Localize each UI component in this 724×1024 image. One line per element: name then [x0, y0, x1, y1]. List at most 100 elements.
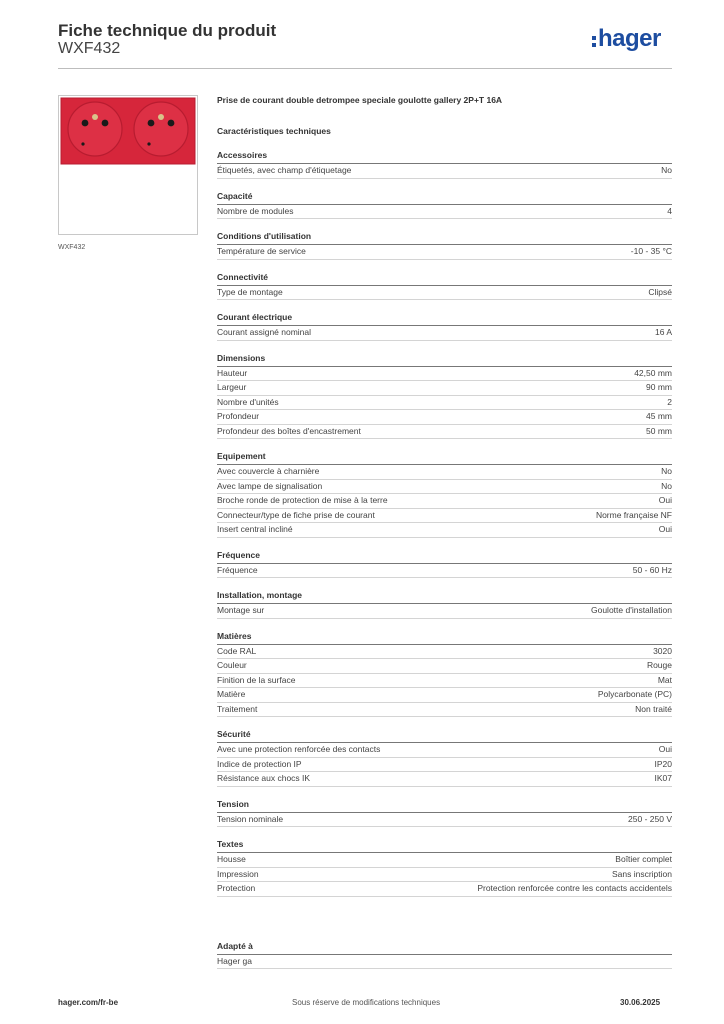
spec-heading: Caractéristiques techniques: [217, 126, 331, 136]
spec-label: Housse: [217, 854, 246, 864]
spec-value: Non traité: [635, 703, 672, 714]
spec-value: IK07: [654, 773, 673, 783]
spec-label: Largeur: [217, 382, 247, 392]
spec-label: Avec une protection renforcée des contac…: [217, 744, 381, 754]
spec-label: Indice de protection IP: [217, 758, 302, 769]
spec-value: 50 - 60 Hz: [632, 564, 672, 575]
spec-value: Rouge: [646, 660, 672, 670]
spec-label: Hager ga: [217, 955, 252, 966]
spec-value: 4: [667, 205, 672, 216]
spec-label: Traitement: [217, 703, 258, 714]
adapted-title: Adapté à: [217, 939, 672, 955]
footer-date: 30.06.2025: [620, 998, 661, 1007]
socket-right: [133, 101, 189, 157]
spec-label: Hauteur: [217, 367, 248, 378]
spec-row: Nombre de modules 4: [217, 205, 672, 219]
product-image: [58, 95, 198, 235]
spec-label: Nombre de modules: [217, 205, 294, 216]
spec-label: Courant assigné nominal: [217, 327, 312, 337]
spec-label: Type de montage: [217, 286, 283, 297]
spec-value: -10 - 35 °C: [630, 246, 672, 256]
spec-row: Température de service-10 - 35 °C: [217, 245, 672, 260]
spec-value: 42,50 mm: [634, 367, 672, 378]
spec-value: Goulotte d'installation: [590, 605, 672, 615]
spec-group-title: Sécurité: [217, 727, 672, 743]
spec-label: Profondeur: [217, 411, 260, 421]
spec-value: IP20: [654, 758, 673, 769]
spec-value: Oui: [658, 524, 672, 534]
spec-value: 45 mm: [646, 411, 672, 421]
spec-row: Connecteur/type de fiche prise de couran…: [217, 509, 672, 523]
spec-label: Tension nominale: [217, 813, 284, 824]
spec-label: Nombre d'unités: [217, 396, 279, 407]
spec-label: Profondeur des boîtes d'encastrement: [217, 425, 361, 436]
spec-value: Protection renforcée contre les contacts…: [477, 883, 672, 893]
spec-value: 2: [667, 396, 672, 407]
footer-website[interactable]: hager.com/fr-be: [58, 998, 119, 1007]
spec-label: Avec lampe de signalisation: [217, 480, 323, 491]
spec-value: Sans inscription: [611, 868, 672, 879]
spec-label: Fréquence: [217, 564, 258, 575]
product-description: Prise de courant double detrompee specia…: [217, 95, 503, 105]
spec-group-title: Conditions d'utilisation: [217, 229, 672, 245]
spec-row: Profondeur 45 mm: [217, 410, 672, 425]
spec-row: Avec lampe de signalisation No: [217, 480, 672, 494]
spec-content: Prise de courant double detrompee specia…: [217, 93, 672, 969]
double-socket-illustration: [60, 97, 196, 165]
spec-row: Broche ronde de protection de mise à la …: [217, 494, 672, 509]
spec-label: Finition de la surface: [217, 674, 296, 685]
spec-row: Protection Protection renforcée contre le…: [217, 882, 672, 897]
spec-group-title: Courant électrique: [217, 310, 672, 326]
image-caption: WXF432: [58, 244, 86, 251]
logo-dots: [592, 35, 596, 47]
footer-notice: Sous réserve de modifications techniques: [292, 998, 441, 1007]
spec-value: No: [661, 466, 672, 476]
spec-row: Largeur 90 mm: [217, 381, 672, 396]
spec-row: Indice de protection IP IP20: [217, 758, 673, 772]
spec-value: Norme française NF: [595, 509, 672, 520]
spec-label: Connecteur/type de fiche prise de couran…: [217, 509, 375, 520]
spec-row: Hauteur 42,50 mm: [217, 367, 672, 381]
spec-value: Oui: [658, 744, 672, 754]
spec-row: Finition de la surface Mat: [217, 674, 672, 688]
spec-row: Tension nominale 250 - 250 V: [217, 813, 672, 827]
spec-row: Nombre d'unités 2: [217, 396, 672, 410]
spec-label: Étiquetés, avec champ d'étiquetage: [217, 165, 352, 175]
spec-group-title: Dimensions: [217, 351, 672, 367]
spec-label: Protection: [217, 883, 256, 893]
spec-value: No: [661, 480, 672, 491]
spec-group-title: Tension: [217, 797, 672, 813]
spec-group-title: Accessoires: [217, 148, 672, 164]
spec-value: 250 - 250 V: [628, 813, 672, 824]
spec-row: Couleur Rouge: [217, 659, 672, 674]
hager-logo: hager: [592, 27, 661, 51]
spec-label: Matière: [217, 689, 246, 699]
spec-value: 90 mm: [646, 382, 672, 392]
spec-value: Mat: [657, 674, 672, 685]
spec-value: 3020: [653, 645, 672, 656]
spec-label: Couleur: [217, 660, 247, 670]
spec-group-title: Matières: [217, 629, 672, 645]
spec-group-title: Fréquence: [217, 548, 672, 564]
spec-row: Fréquence 50 - 60 Hz: [217, 564, 672, 578]
spec-label: Broche ronde de protection de mise à la …: [217, 495, 388, 505]
